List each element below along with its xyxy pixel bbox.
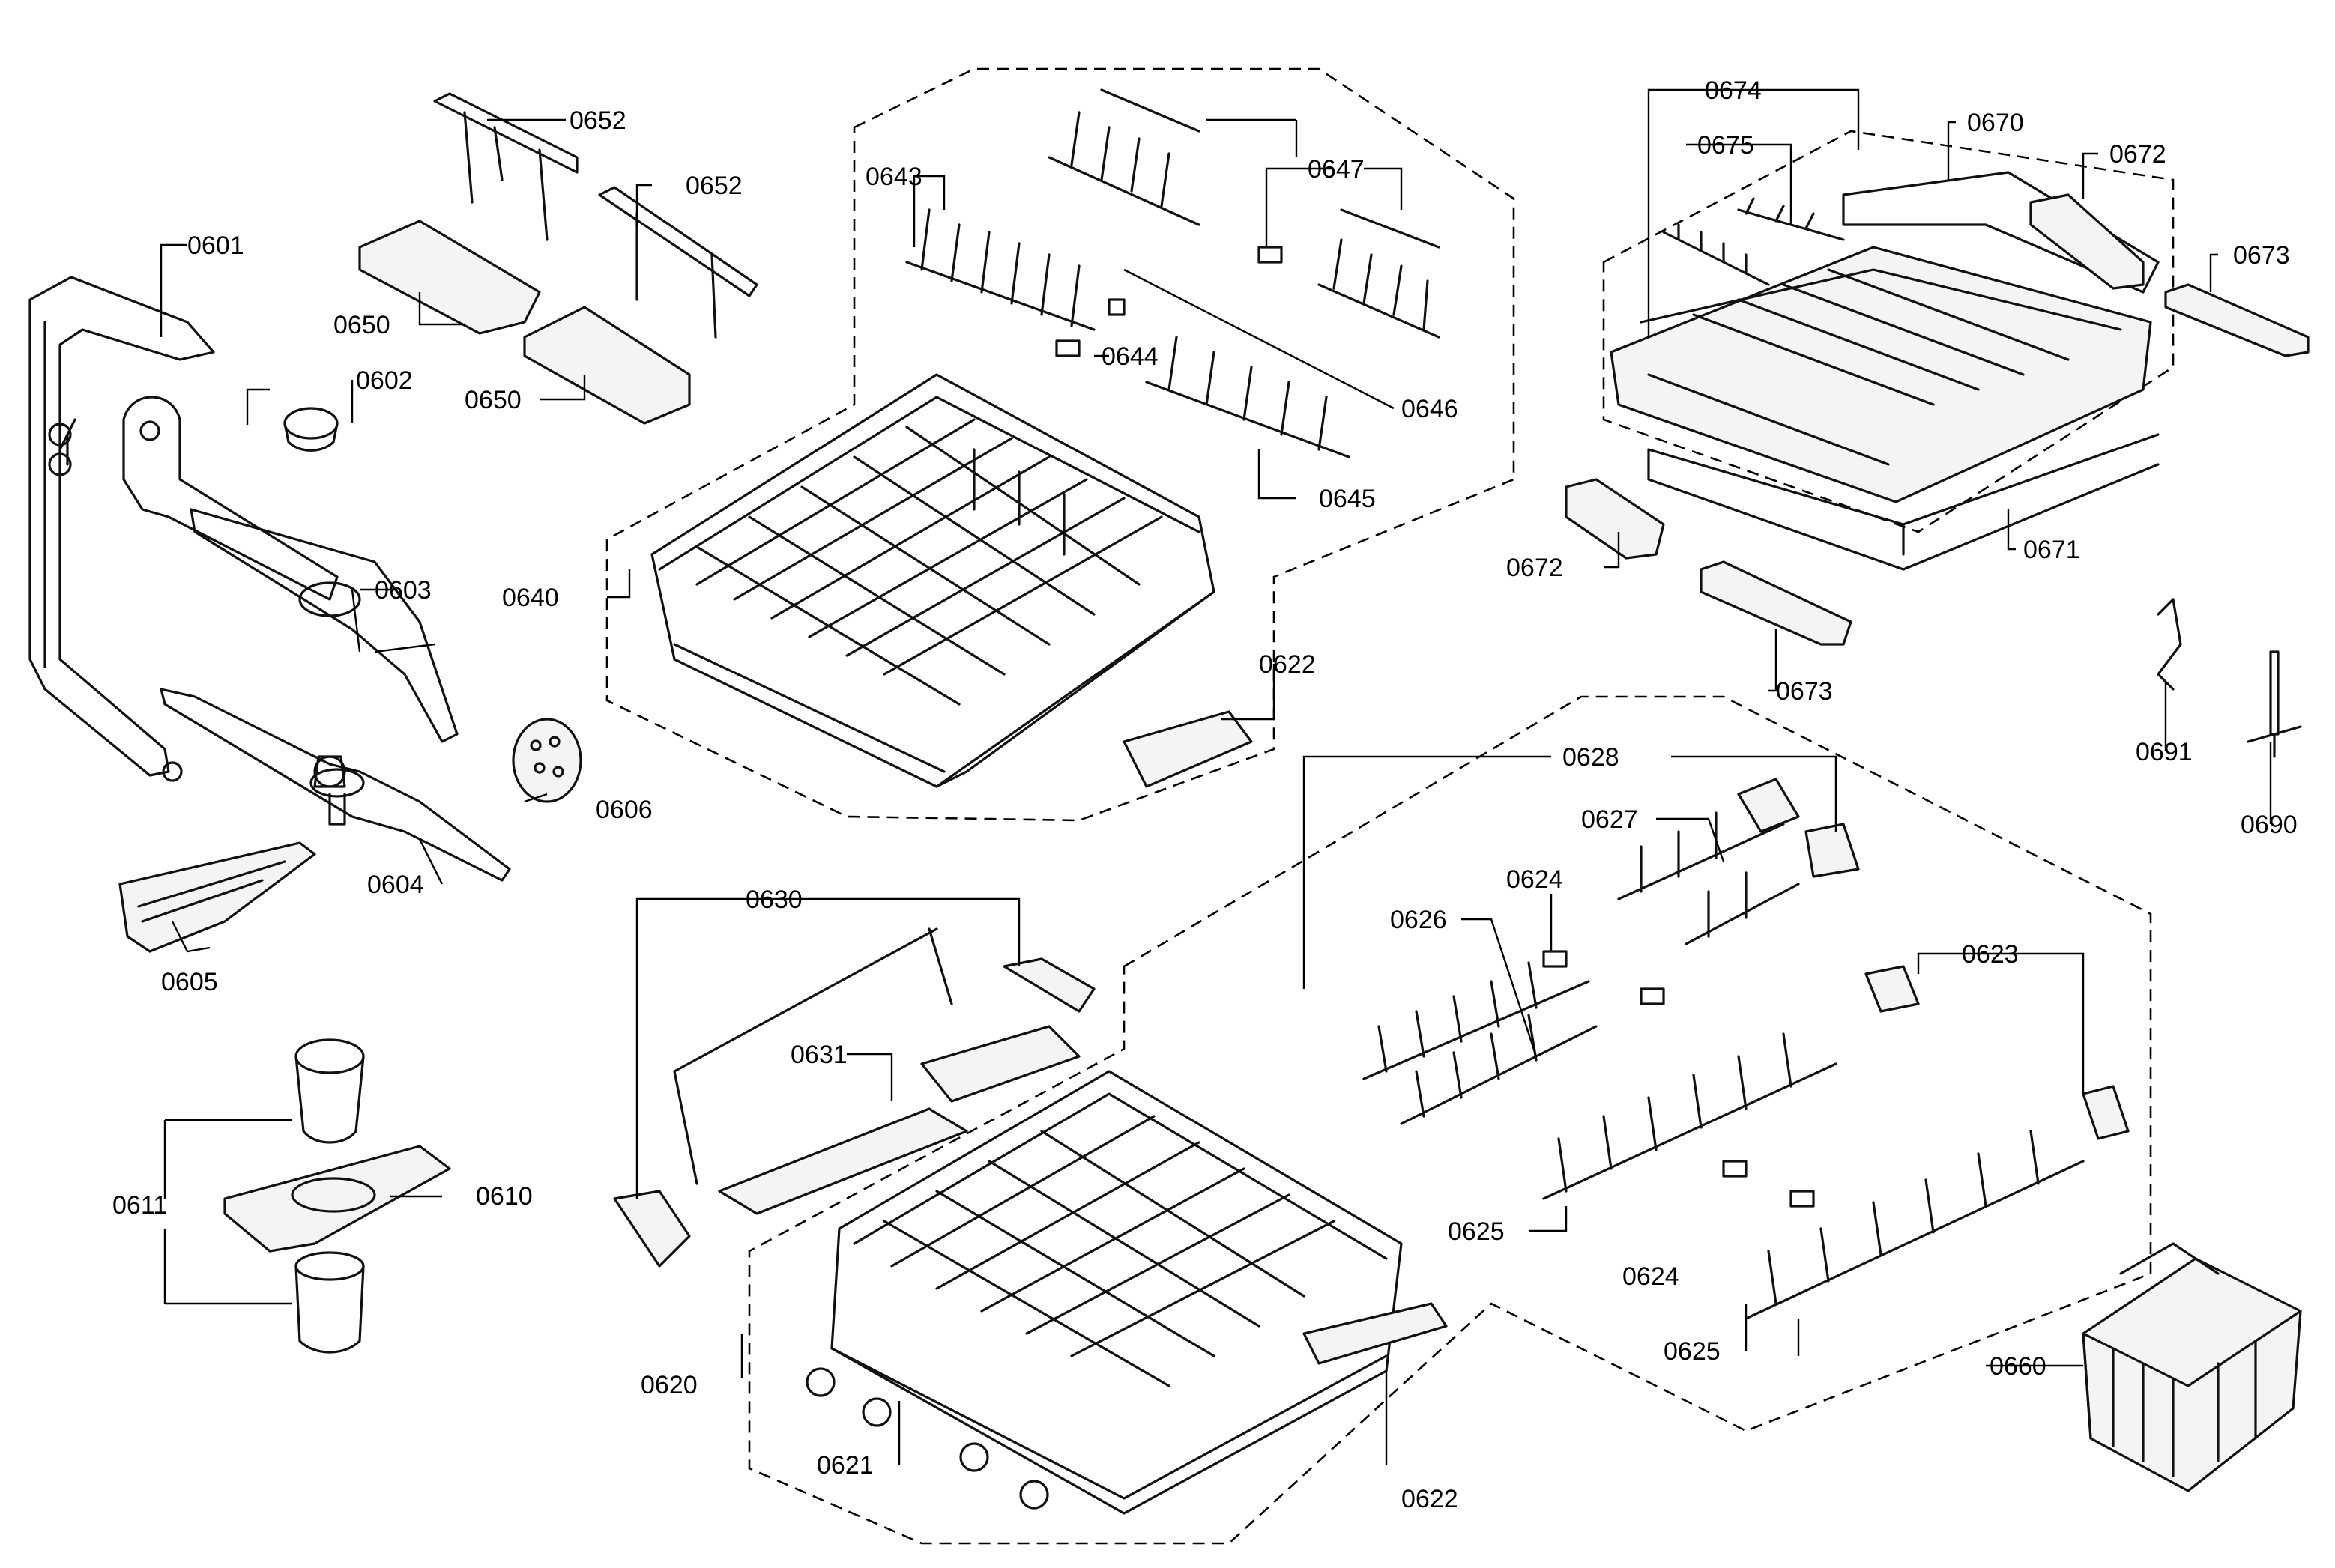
label-0674: 0674 xyxy=(1705,76,1762,105)
label-0624-lower: 0624 xyxy=(1622,1262,1679,1291)
label-0623: 0623 xyxy=(1962,940,2019,969)
label-0620: 0620 xyxy=(641,1371,698,1399)
part-0673-shapes xyxy=(1700,283,2310,646)
label-0603: 0603 xyxy=(375,576,432,605)
third-rack-part xyxy=(1610,171,2160,571)
label-0643: 0643 xyxy=(866,163,922,191)
label-0628: 0628 xyxy=(1562,743,1619,772)
label-0604: 0604 xyxy=(367,871,424,899)
label-0644: 0644 xyxy=(1102,342,1159,371)
lower-rack-boundary xyxy=(748,695,2152,1545)
lower-spray-arm-part xyxy=(160,688,511,882)
label-0631: 0631 xyxy=(791,1041,848,1069)
part-0602-shape xyxy=(283,407,339,452)
part-0622-lower-shape xyxy=(1302,1302,1448,1365)
label-0630: 0630 xyxy=(746,886,803,914)
label-0601: 0601 xyxy=(187,231,244,260)
label-0672-lower: 0672 xyxy=(1506,554,1563,582)
filter-assembly-part xyxy=(223,1038,451,1354)
label-0610: 0610 xyxy=(476,1182,533,1211)
part-0690-0691-shapes xyxy=(2157,598,2302,758)
part-0621-wheels xyxy=(806,1367,1049,1510)
label-0645: 0645 xyxy=(1319,485,1376,513)
label-0673-lower: 0673 xyxy=(1776,677,1833,706)
leader-lines xyxy=(160,88,2272,1465)
label-0621: 0621 xyxy=(817,1451,874,1480)
label-0652-second: 0652 xyxy=(686,172,743,200)
part-0630-0631-shapes xyxy=(613,927,1096,1268)
label-0672-top: 0672 xyxy=(2109,140,2166,169)
label-0640: 0640 xyxy=(502,584,559,612)
part-0605-shape xyxy=(118,841,316,953)
part-0606-shape xyxy=(512,718,582,803)
label-0627: 0627 xyxy=(1581,805,1638,834)
label-0602: 0602 xyxy=(356,366,413,395)
label-0647: 0647 xyxy=(1308,155,1365,184)
label-0605: 0605 xyxy=(161,968,218,996)
part-0652-shape xyxy=(433,92,758,339)
part-0672-shapes xyxy=(1565,193,2145,560)
label-0624-top: 0624 xyxy=(1506,865,1563,894)
part-labels: 0652 0652 0601 0650 0602 0650 0603 0606 … xyxy=(112,76,2298,1513)
label-0622-lower: 0622 xyxy=(1401,1485,1458,1513)
label-0660: 0660 xyxy=(1990,1352,2046,1381)
label-0650-second: 0650 xyxy=(465,386,522,414)
label-0650-top: 0650 xyxy=(333,311,390,339)
label-0646: 0646 xyxy=(1401,395,1458,423)
part-0624-clips xyxy=(1542,950,1815,1208)
label-0652-top: 0652 xyxy=(570,106,626,135)
supply-tube-part xyxy=(28,276,215,782)
part-0622-upper-shape xyxy=(1123,710,1253,788)
label-0690: 0690 xyxy=(2241,811,2298,839)
part-0623-0628-shapes xyxy=(1737,778,2130,1140)
upper-rack-tines xyxy=(905,88,1440,458)
cutlery-basket-part xyxy=(2082,1242,2302,1492)
label-0671: 0671 xyxy=(2023,536,2080,564)
upper-rack-part xyxy=(650,373,1215,788)
label-0626: 0626 xyxy=(1390,906,1447,934)
upper-spray-arm-part xyxy=(122,396,459,788)
part-0650-shape xyxy=(358,220,691,425)
label-0625-lower: 0625 xyxy=(1664,1337,1721,1366)
label-0611: 0611 xyxy=(112,1191,167,1220)
label-0606: 0606 xyxy=(596,796,653,824)
third-rack-boundary xyxy=(1602,130,2175,533)
label-0673-top: 0673 xyxy=(2233,241,2290,270)
lower-rack-tines xyxy=(1362,811,2085,1320)
upper-rack-boundary xyxy=(605,67,1515,822)
label-0622-upper: 0622 xyxy=(1259,650,1316,679)
label-0670: 0670 xyxy=(1967,109,2024,137)
label-0675: 0675 xyxy=(1697,131,1754,160)
label-0625-top: 0625 xyxy=(1448,1217,1505,1246)
label-0691: 0691 xyxy=(2136,738,2193,766)
